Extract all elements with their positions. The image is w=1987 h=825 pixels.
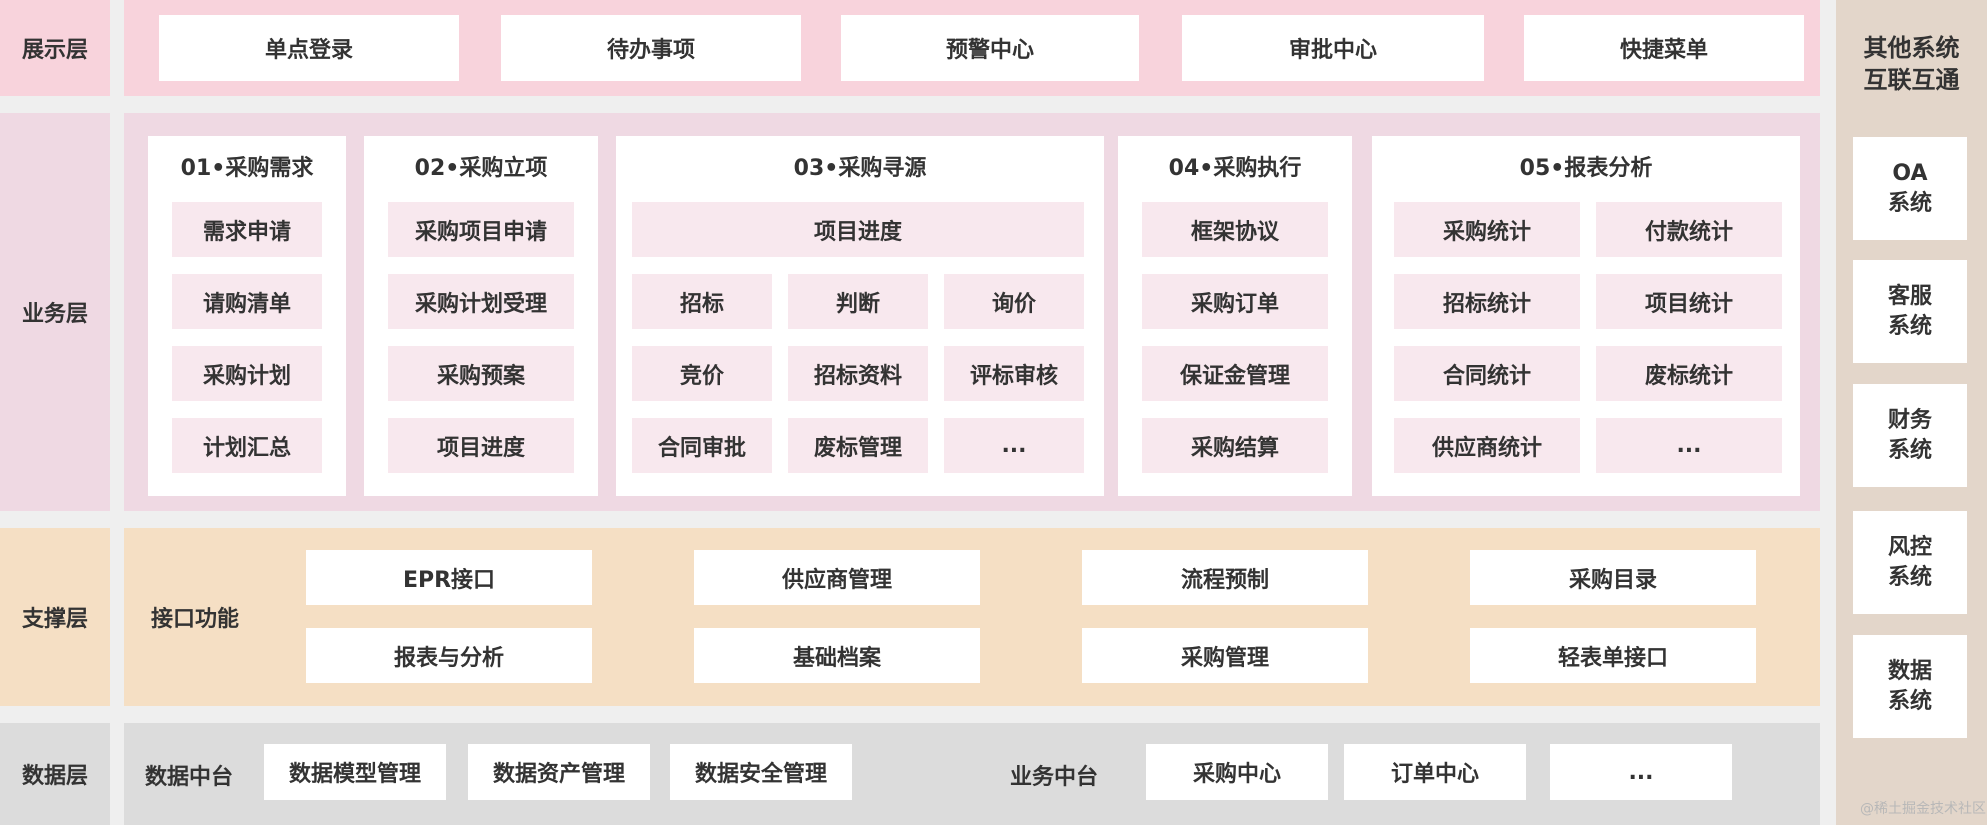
module-item[interactable]: 采购统计 xyxy=(1394,202,1580,257)
module-procurement-project: 02•采购立项 采购项目申请 采购计划受理 采购预案 项目进度 xyxy=(364,136,598,496)
module-item[interactable]: 请购清单 xyxy=(172,274,322,329)
data-item-more[interactable]: ... xyxy=(1550,744,1732,800)
data-item[interactable]: 采购中心 xyxy=(1146,744,1328,800)
data-item[interactable]: 订单中心 xyxy=(1344,744,1526,800)
module-item[interactable]: 合同审批 xyxy=(632,418,772,473)
system-suffix: 系统 xyxy=(1887,688,1932,714)
support-item[interactable]: 报表与分析 xyxy=(306,628,592,683)
module-item[interactable]: 采购计划受理 xyxy=(388,274,574,329)
module-item[interactable]: 付款统计 xyxy=(1596,202,1782,257)
support-item[interactable]: EPR接口 xyxy=(306,550,592,605)
module-item[interactable]: 询价 xyxy=(944,274,1084,329)
module-item[interactable]: 采购结算 xyxy=(1142,418,1328,473)
support-item[interactable]: 采购管理 xyxy=(1082,628,1368,683)
system-name: OA xyxy=(1892,160,1928,186)
system-suffix: 系统 xyxy=(1887,437,1932,463)
support-item[interactable]: 轻表单接口 xyxy=(1470,628,1756,683)
other-systems-title-line1: 其他系统 xyxy=(1863,34,1960,62)
interface-functions-label: 接口功能 xyxy=(150,607,239,632)
presentation-item-sso[interactable]: 单点登录 xyxy=(159,15,459,81)
business-layer-band: 01•采购需求 需求申请 请购清单 采购计划 计划汇总 02•采购立项 采购项目… xyxy=(124,113,1820,511)
system-suffix: 系统 xyxy=(1887,313,1932,339)
presentation-item-todo[interactable]: 待办事项 xyxy=(501,15,801,81)
module-procurement-sourcing: 03•采购寻源 项目进度 招标 判断 询价 竞价 招标资料 评标审核 合同审批 … xyxy=(616,136,1104,496)
presentation-item-alert-center[interactable]: 预警中心 xyxy=(841,15,1139,81)
module-item[interactable]: 招标资料 xyxy=(788,346,928,401)
module-item[interactable]: 评标审核 xyxy=(944,346,1084,401)
module-item[interactable]: 合同统计 xyxy=(1394,346,1580,401)
module-item[interactable]: 采购订单 xyxy=(1142,274,1328,329)
data-item[interactable]: 数据资产管理 xyxy=(468,744,650,800)
module-item[interactable]: 采购预案 xyxy=(388,346,574,401)
module-item[interactable]: 采购计划 xyxy=(172,346,322,401)
system-name: 数据 xyxy=(1887,658,1932,684)
module-procurement-execution: 04•采购执行 框架协议 采购订单 保证金管理 采购结算 xyxy=(1118,136,1352,496)
other-systems-title: 其他系统 互联互通 xyxy=(1836,26,1987,102)
module-item[interactable]: 保证金管理 xyxy=(1142,346,1328,401)
support-layer-label: 支撑层 xyxy=(0,528,110,706)
system-customer-service[interactable]: 客服 系统 xyxy=(1853,260,1967,363)
support-item[interactable]: 采购目录 xyxy=(1470,550,1756,605)
data-layer-label: 数据层 xyxy=(0,723,110,825)
module-item[interactable]: 竞价 xyxy=(632,346,772,401)
presentation-item-quick-menu[interactable]: 快捷菜单 xyxy=(1524,15,1804,81)
module-item[interactable]: 废标管理 xyxy=(788,418,928,473)
module-item-more[interactable]: ... xyxy=(944,418,1084,473)
module-item[interactable]: 框架协议 xyxy=(1142,202,1328,257)
support-item[interactable]: 基础档案 xyxy=(694,628,980,683)
module-item[interactable]: 项目统计 xyxy=(1596,274,1782,329)
presentation-layer-label: 展示层 xyxy=(0,0,110,96)
module-report-analysis: 05•报表分析 采购统计 付款统计 招标统计 项目统计 合同统计 废标统计 供应… xyxy=(1372,136,1800,496)
system-name: 客服 xyxy=(1887,283,1932,309)
module-title: 02•采购立项 xyxy=(414,156,548,181)
business-middle-platform-label: 业务中台 xyxy=(1009,765,1098,790)
system-name: 财务 xyxy=(1887,407,1932,433)
support-layer-band: 接口功能 EPR接口 供应商管理 流程预制 采购目录 报表与分析 基础档案 采购… xyxy=(124,528,1820,706)
module-title: 05•报表分析 xyxy=(1519,156,1653,181)
business-layer-label: 业务层 xyxy=(0,113,110,511)
module-item-more[interactable]: ... xyxy=(1596,418,1782,473)
presentation-layer-band: 单点登录 待办事项 预警中心 审批中心 快捷菜单 xyxy=(124,0,1820,96)
module-item[interactable]: 供应商统计 xyxy=(1394,418,1580,473)
system-name: 风控 xyxy=(1887,534,1932,560)
module-title: 03•采购寻源 xyxy=(793,156,927,181)
data-item[interactable]: 数据安全管理 xyxy=(670,744,852,800)
system-suffix: 系统 xyxy=(1887,564,1932,590)
system-data[interactable]: 数据 系统 xyxy=(1853,635,1967,738)
module-item[interactable]: 招标 xyxy=(632,274,772,329)
system-suffix: 系统 xyxy=(1887,190,1932,216)
system-oa[interactable]: OA 系统 xyxy=(1853,137,1967,240)
module-title: 01•采购需求 xyxy=(180,156,314,181)
other-systems-title-line2: 互联互通 xyxy=(1863,66,1960,94)
module-procurement-demand: 01•采购需求 需求申请 请购清单 采购计划 计划汇总 xyxy=(148,136,346,496)
module-item[interactable]: 采购项目申请 xyxy=(388,202,574,257)
module-item[interactable]: 判断 xyxy=(788,274,928,329)
module-item[interactable]: 项目进度 xyxy=(388,418,574,473)
presentation-item-approval-center[interactable]: 审批中心 xyxy=(1182,15,1484,81)
support-item[interactable]: 供应商管理 xyxy=(694,550,980,605)
system-risk-control[interactable]: 风控 系统 xyxy=(1853,511,1967,614)
module-item[interactable]: 招标统计 xyxy=(1394,274,1580,329)
watermark-text: @稀土掘金技术社区 xyxy=(1860,801,1986,817)
module-item-project-progress[interactable]: 项目进度 xyxy=(632,202,1084,257)
support-item[interactable]: 流程预制 xyxy=(1082,550,1368,605)
data-middle-platform-label: 数据中台 xyxy=(144,765,233,790)
data-layer-band: 数据中台 数据模型管理 数据资产管理 数据安全管理 业务中台 采购中心 订单中心… xyxy=(124,723,1820,825)
module-title: 04•采购执行 xyxy=(1168,156,1302,181)
module-item[interactable]: 废标统计 xyxy=(1596,346,1782,401)
module-item[interactable]: 计划汇总 xyxy=(172,418,322,473)
other-systems-panel: 其他系统 互联互通 OA 系统 客服 系统 财务 系统 风控 系统 数据 系统 … xyxy=(1836,0,1987,825)
module-item[interactable]: 需求申请 xyxy=(172,202,322,257)
data-item[interactable]: 数据模型管理 xyxy=(264,744,446,800)
system-finance[interactable]: 财务 系统 xyxy=(1853,384,1967,487)
